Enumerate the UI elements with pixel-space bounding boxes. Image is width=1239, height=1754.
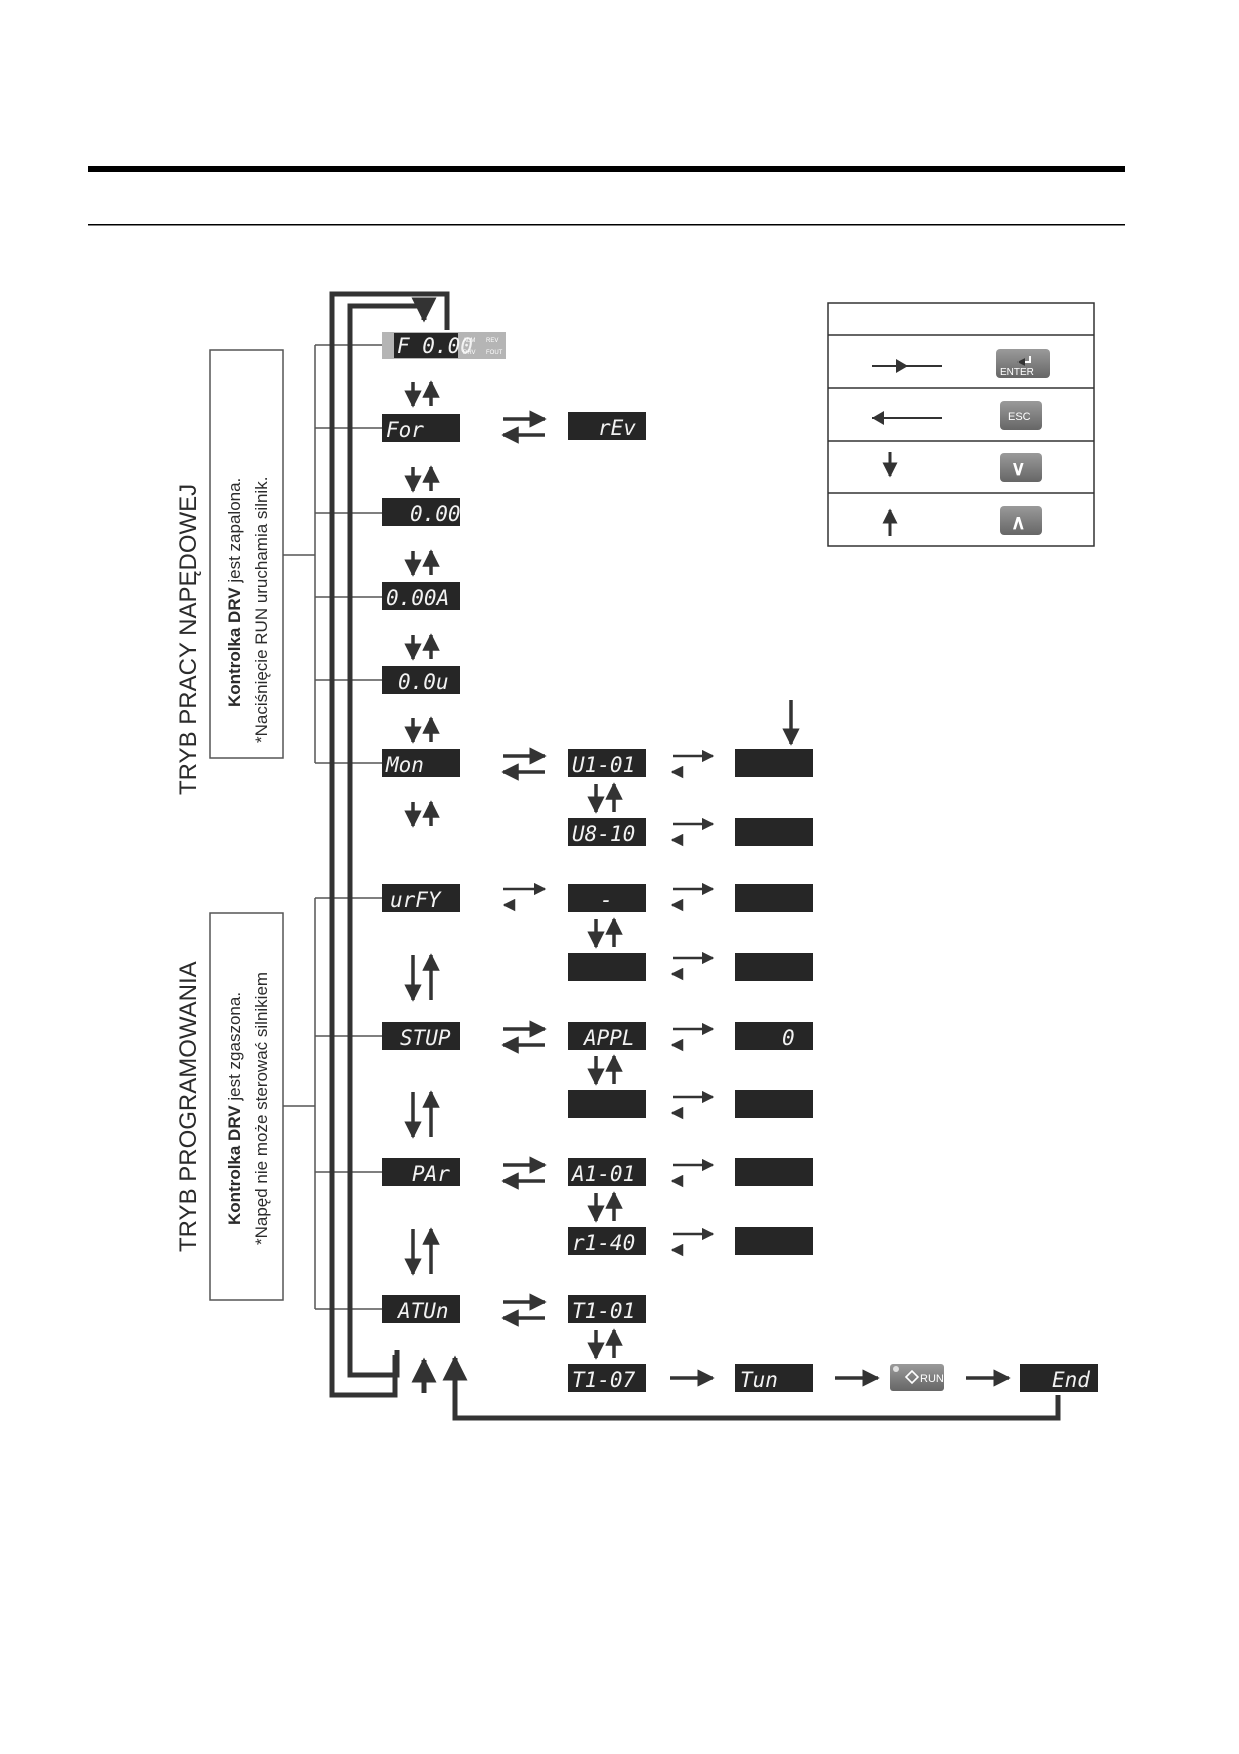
- frequency-display: F 0.00 ALM REV DRV FOUT: [382, 332, 506, 359]
- programming-mode-title: TRYB PROGRAMOWANIA: [175, 961, 202, 1252]
- header-thick-rule: [88, 166, 1125, 172]
- programming-mode-note-box: [209, 912, 284, 1301]
- drive-mode-note-box: [209, 349, 284, 759]
- key-legend: ENTER ESC ∨ ∧: [827, 302, 1095, 547]
- up-key-icon: ∧: [1000, 506, 1042, 535]
- display-monitor: Mon: [382, 749, 460, 777]
- svg-text:T1-01: T1-01: [572, 1299, 635, 1323]
- display-tuning: Tun: [735, 1364, 813, 1392]
- run-key-icon: RUN: [890, 1364, 944, 1391]
- svg-text:U1-01: U1-01: [572, 753, 635, 777]
- svg-text:∨: ∨: [1011, 458, 1026, 480]
- display-blank: [568, 953, 646, 981]
- display-u1-01: U1-01: [568, 749, 646, 777]
- drive-mode-note-line1: Kontrolka DRV jest zapalona.: [225, 478, 244, 707]
- esc-key-icon: ESC: [1000, 401, 1042, 430]
- display-blank: [735, 1090, 813, 1118]
- drive-mode-note-line2: *Naciśnięcie RUN uruchamia silnik.: [252, 477, 271, 743]
- display-t1-01: T1-01: [568, 1295, 646, 1323]
- display-blank: [735, 953, 813, 981]
- svg-text:FOUT: FOUT: [486, 350, 503, 356]
- display-output-current: 0.00A: [382, 582, 460, 610]
- svg-text:∧: ∧: [1011, 512, 1026, 534]
- programming-mode-note-line1: Kontrolka DRV jest zgaszona.: [225, 992, 244, 1225]
- display-blank: [735, 1227, 813, 1255]
- svg-text:RUN: RUN: [920, 1373, 944, 1385]
- svg-text:ENTER: ENTER: [1000, 367, 1034, 378]
- display-parameters: PAr: [382, 1158, 460, 1186]
- svg-text:DRV: DRV: [463, 350, 476, 356]
- display-forward: For: [382, 414, 460, 442]
- svg-text:For: For: [386, 418, 424, 442]
- display-r1-40: r1-40: [568, 1227, 646, 1255]
- drive-mode-section: TRYB PRACY NAPĘDOWEJ Kontrolka DRV jest …: [175, 349, 284, 795]
- svg-text:ATUn: ATUn: [396, 1299, 449, 1323]
- svg-text:End: End: [1052, 1368, 1090, 1392]
- display-verify: urFY: [382, 884, 460, 912]
- display-end: End: [1020, 1364, 1098, 1392]
- svg-text:0.00A: 0.00A: [386, 586, 449, 610]
- display-verify-dash: -: [568, 884, 646, 912]
- svg-text:rEv: rEv: [598, 416, 636, 440]
- display-reverse: rEv: [568, 412, 646, 440]
- enter-esc-arrows: [501, 410, 547, 1327]
- display-blank: [735, 884, 813, 912]
- loop-back-paths: [329, 291, 1061, 1421]
- svg-text:Mon: Mon: [385, 753, 424, 777]
- svg-text:urFY: urFY: [390, 888, 442, 912]
- display-blank: [735, 1158, 813, 1186]
- display-blank: [735, 749, 813, 777]
- arrow-left-icon-head: [872, 411, 884, 425]
- down-key-icon: ∨: [1000, 453, 1042, 482]
- display-autotuning: ATUn: [382, 1295, 460, 1323]
- svg-text:STUP: STUP: [400, 1026, 451, 1050]
- svg-text:PAr: PAr: [412, 1162, 450, 1186]
- display-output-voltage: 0.0u: [382, 666, 460, 694]
- up-down-arrows: [404, 380, 800, 1360]
- svg-text:A1-01: A1-01: [570, 1162, 635, 1186]
- enter-key-icon: ENTER: [996, 349, 1050, 378]
- display-u8-10: U8-10: [568, 818, 646, 846]
- programming-mode-section: TRYB PROGRAMOWANIA Kontrolka DRV jest zg…: [175, 912, 284, 1301]
- display-application: APPL: [568, 1022, 646, 1050]
- svg-text:ALM: ALM: [463, 338, 475, 344]
- display-a1-01: A1-01: [568, 1158, 646, 1186]
- svg-text:ESC: ESC: [1008, 411, 1031, 423]
- svg-text:0: 0: [782, 1026, 795, 1050]
- svg-text:r1-40: r1-40: [572, 1231, 635, 1255]
- svg-text:F 0.00: F 0.00: [397, 334, 473, 358]
- svg-text:0.0u: 0.0u: [398, 670, 449, 694]
- display-blank: [568, 1090, 646, 1118]
- svg-text:T1-07: T1-07: [572, 1368, 636, 1392]
- svg-text:-: -: [600, 888, 613, 912]
- svg-text:Tun: Tun: [740, 1368, 778, 1392]
- header-thin-rule: [88, 224, 1125, 226]
- display-application-value: 0: [735, 1022, 813, 1050]
- enter-esc-thin-arrows: [502, 749, 715, 1257]
- arrow-right-icon-head: [896, 359, 908, 373]
- display-setup: STUP: [382, 1022, 460, 1050]
- programming-mode-note-line2: *Napęd nie może sterować silnikiem: [252, 972, 271, 1245]
- display-t1-07: T1-07: [568, 1364, 646, 1392]
- display-blank: [735, 818, 813, 846]
- svg-text:U8-10: U8-10: [572, 822, 635, 846]
- drive-mode-title: TRYB PRACY NAPĘDOWEJ: [175, 484, 202, 795]
- svg-text:APPL: APPL: [582, 1026, 635, 1050]
- svg-text:REV: REV: [486, 338, 498, 344]
- svg-text:0.00: 0.00: [410, 502, 461, 526]
- display-output-frequency: 0.00: [382, 498, 461, 526]
